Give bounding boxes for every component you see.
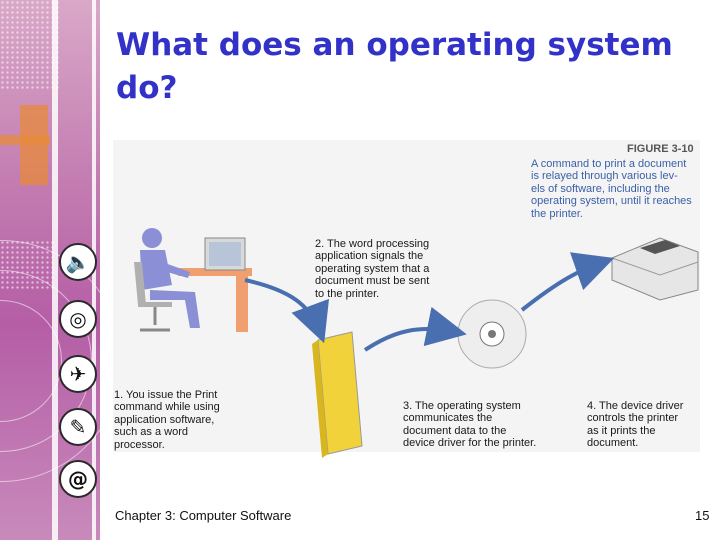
flow-arrow xyxy=(363,306,467,352)
speaker-icon: 🔈 xyxy=(59,243,97,281)
flow-arrow xyxy=(520,252,615,312)
flow-arrow xyxy=(244,278,330,344)
dot-pattern xyxy=(0,0,60,90)
figure-panel xyxy=(113,140,700,452)
cd-disc xyxy=(457,299,527,369)
orange-block xyxy=(0,135,50,145)
figure-caption: A command to print a document is relayed… xyxy=(531,158,692,220)
step-1-text: 1. You issue the Print command while usi… xyxy=(114,389,220,451)
figure-label: FIGURE 3-10 xyxy=(627,143,694,155)
step-4-text: 4. The device driver controls the printe… xyxy=(587,400,684,450)
person-at-computer xyxy=(134,228,252,332)
slide-title: What does an operating system do? xyxy=(116,27,673,106)
cd-icon: ◎ xyxy=(59,300,97,338)
computer-tower xyxy=(312,281,363,458)
step-2-text: 2. The word processing application signa… xyxy=(315,238,430,300)
slide-footer: Chapter 3: Computer Software xyxy=(115,508,292,523)
at-sign-icon: @ xyxy=(59,460,97,498)
step-3-text: 3. The operating system communicates the… xyxy=(403,400,537,450)
orange-block xyxy=(20,105,48,185)
pencil-icon: ✎ xyxy=(59,408,97,446)
page-number: 15 xyxy=(695,508,710,523)
printer xyxy=(611,237,699,301)
white-stripe xyxy=(52,0,58,540)
airplane-icon: ✈ xyxy=(59,355,97,393)
